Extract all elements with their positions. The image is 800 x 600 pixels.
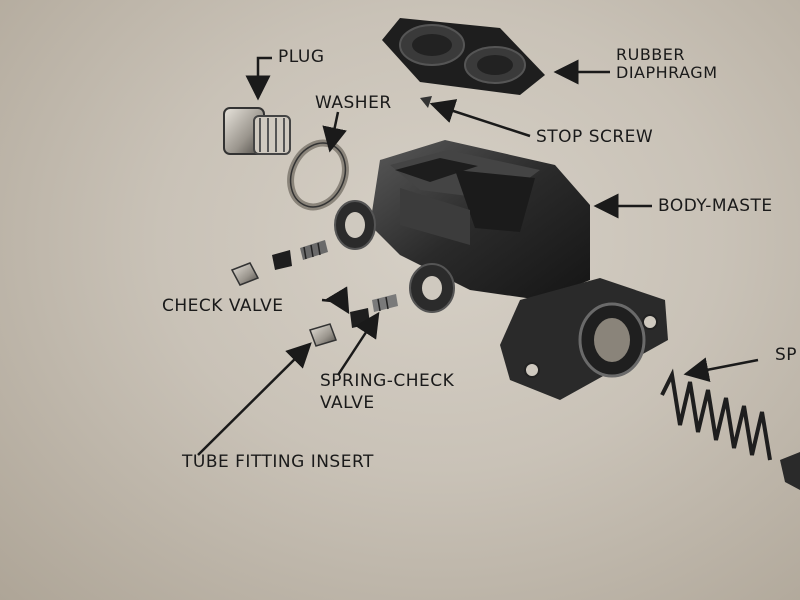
rubber-diaphragm-part: [382, 18, 545, 95]
label-spring-check-valve: SPRING-CHECK VALVE: [320, 372, 454, 412]
label-washer: WASHER: [315, 93, 392, 113]
label-rubber-diaphragm-line1: RUBBER: [616, 45, 686, 64]
label-rubber-diaphragm: RUBBER DIAPHRAGM: [616, 46, 718, 82]
label-spring-check-valve-line2: VALVE: [320, 393, 375, 413]
label-spring-check-valve-line1: SPRING-CHECK: [320, 371, 455, 391]
label-check-valve: CHECK VALVE: [162, 296, 284, 316]
plug-part: [223, 107, 291, 155]
check-valve-parts: [230, 240, 398, 347]
label-stop-screw: STOP SCREW: [536, 127, 654, 147]
label-tube-fitting-insert: TUBE FITTING INSERT: [182, 452, 374, 472]
label-plug: PLUG: [278, 47, 325, 67]
label-body-master: BODY-MASTE: [658, 196, 773, 216]
label-rubber-diaphragm-line2: DIAPHRAGM: [616, 63, 718, 82]
leader-lines: [197, 56, 759, 456]
master-cylinder-body-part: [334, 140, 668, 400]
stop-screw-part: [420, 96, 432, 108]
spring-part: [660, 368, 800, 490]
label-spring: SP: [775, 345, 798, 365]
